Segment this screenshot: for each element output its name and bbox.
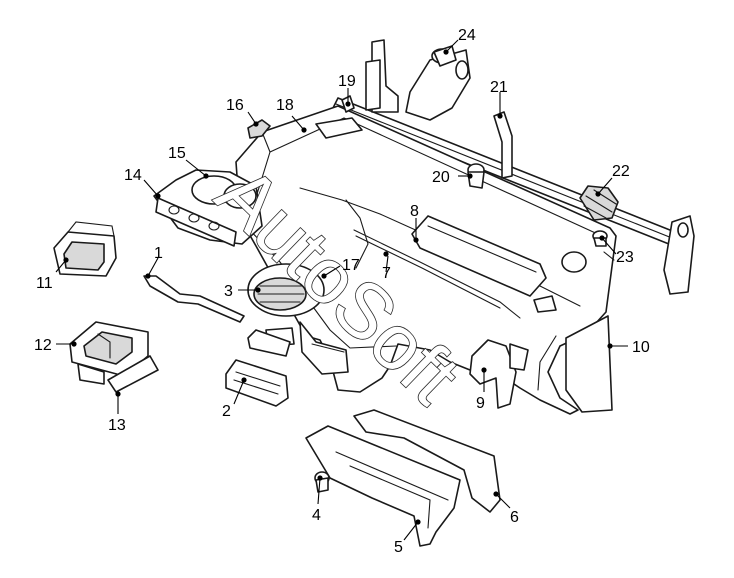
switch-block [247, 329, 291, 357]
callout-9: 9 [476, 395, 485, 412]
part-2-vent [225, 359, 289, 407]
callout-20: 20 [432, 169, 450, 186]
part-21-bracket [493, 111, 513, 179]
callout-14: 14 [124, 167, 142, 184]
callout-15: 15 [168, 145, 186, 162]
instrument-cluster-hood [153, 169, 263, 247]
callout-5: 5 [394, 539, 403, 556]
callout-1: 1 [154, 245, 163, 262]
part-12-module [69, 321, 149, 377]
part-1-trim-strip [143, 275, 245, 323]
part-24-mount [433, 45, 457, 67]
callout-labels: 1 2 3 4 5 6 7 8 9 10 11 12 13 14 15 16 1… [34, 27, 650, 556]
callout-4: 4 [312, 507, 321, 524]
callout-11: 11 [36, 275, 53, 292]
callout-7: 7 [382, 265, 391, 282]
callout-2: 2 [222, 403, 231, 420]
callout-6: 6 [510, 509, 519, 526]
callout-12: 12 [34, 337, 52, 354]
part-22-grille [579, 185, 619, 221]
callout-23: 23 [616, 249, 634, 266]
callout-24: 24 [458, 27, 476, 44]
callout-22: 22 [612, 163, 630, 180]
steering-area [299, 321, 349, 375]
part-7-trim-rail [353, 229, 521, 319]
part-10-side-panel [565, 315, 613, 413]
callout-17: 17 [342, 257, 360, 274]
callout-13: 13 [108, 417, 126, 434]
callout-19: 19 [338, 73, 356, 90]
part-8-airbag-module [411, 215, 547, 297]
callout-8: 8 [410, 203, 419, 220]
glovebox-assembly [305, 409, 501, 547]
callout-18: 18 [276, 97, 294, 114]
callout-16: 16 [226, 97, 244, 114]
part-11-module [53, 221, 117, 277]
callout-21: 21 [490, 79, 508, 96]
leader-lines [55, 39, 628, 541]
callout-10: 10 [632, 339, 650, 356]
part-13-bracket [77, 355, 159, 393]
callout-3: 3 [224, 283, 233, 300]
part-16-grille [247, 119, 271, 139]
part-9-duct [469, 339, 529, 409]
